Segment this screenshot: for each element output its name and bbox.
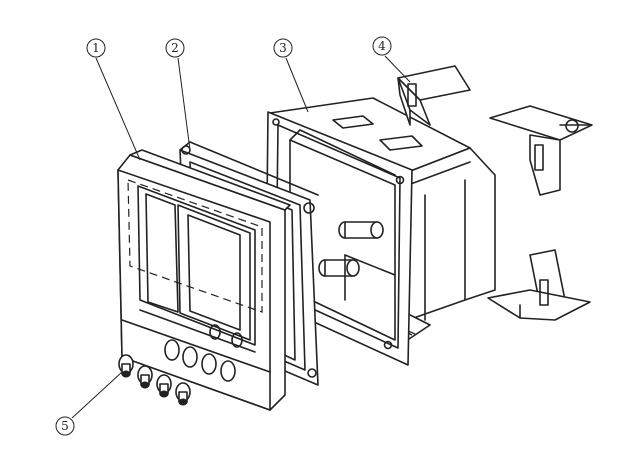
callout-4-label: 4 <box>378 39 386 53</box>
callout-3-label: 3 <box>279 41 287 55</box>
callout-1: 1 <box>86 38 141 161</box>
part-1-front-bezel <box>117 149 291 411</box>
callout-3: 3 <box>273 38 309 113</box>
callout-2-label: 2 <box>171 41 179 55</box>
part-4-mounting-clips <box>397 65 593 321</box>
callout-5-label: 5 <box>61 419 69 433</box>
part-5-buttons <box>118 354 191 406</box>
callout-2: 2 <box>165 38 191 151</box>
callout-1-label: 1 <box>92 41 100 55</box>
callout-5: 5 <box>55 371 123 436</box>
callout-4: 4 <box>372 36 411 83</box>
